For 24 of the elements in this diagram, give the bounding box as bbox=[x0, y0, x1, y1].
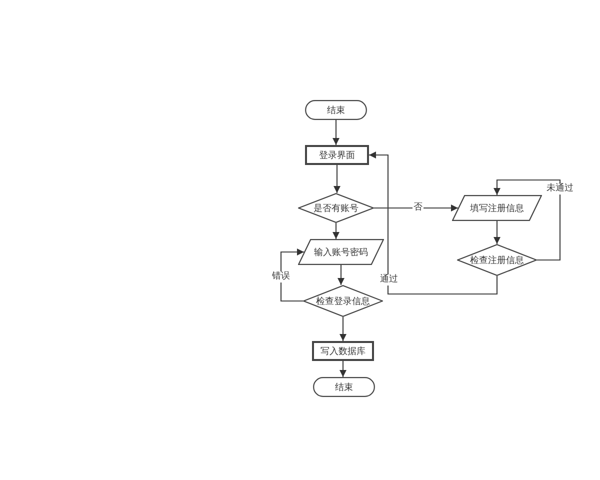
arrow bbox=[332, 223, 340, 239]
decision-diamond: 检查注册信息 bbox=[457, 244, 537, 276]
input-parallelogram: 输入账号密码 bbox=[298, 239, 384, 265]
input-parallelogram: 填写注册信息 bbox=[452, 195, 542, 221]
arrow bbox=[340, 317, 346, 341]
terminal-box: 结束 bbox=[313, 377, 375, 397]
decision-diamond: 检查登录信息 bbox=[303, 285, 383, 317]
arrow bbox=[338, 265, 344, 285]
terminal-box: 结束 bbox=[305, 100, 367, 120]
arrow bbox=[334, 165, 340, 193]
arrow bbox=[494, 179, 561, 261]
process-box: 写入数据库 bbox=[312, 341, 374, 361]
edge-label: 错误 bbox=[271, 272, 291, 282]
arrow bbox=[280, 248, 304, 302]
arrow bbox=[340, 361, 346, 377]
arrow bbox=[494, 221, 500, 244]
arrow bbox=[369, 152, 498, 295]
edge-label: 未通过 bbox=[546, 184, 574, 194]
edge-label: 否 bbox=[412, 202, 424, 214]
arrow bbox=[332, 120, 340, 145]
arrow bbox=[374, 204, 458, 212]
process-box: 登录界面 bbox=[305, 145, 369, 165]
decision-diamond: 是否有账号 bbox=[298, 193, 374, 223]
edge-label: 通过 bbox=[379, 274, 399, 286]
